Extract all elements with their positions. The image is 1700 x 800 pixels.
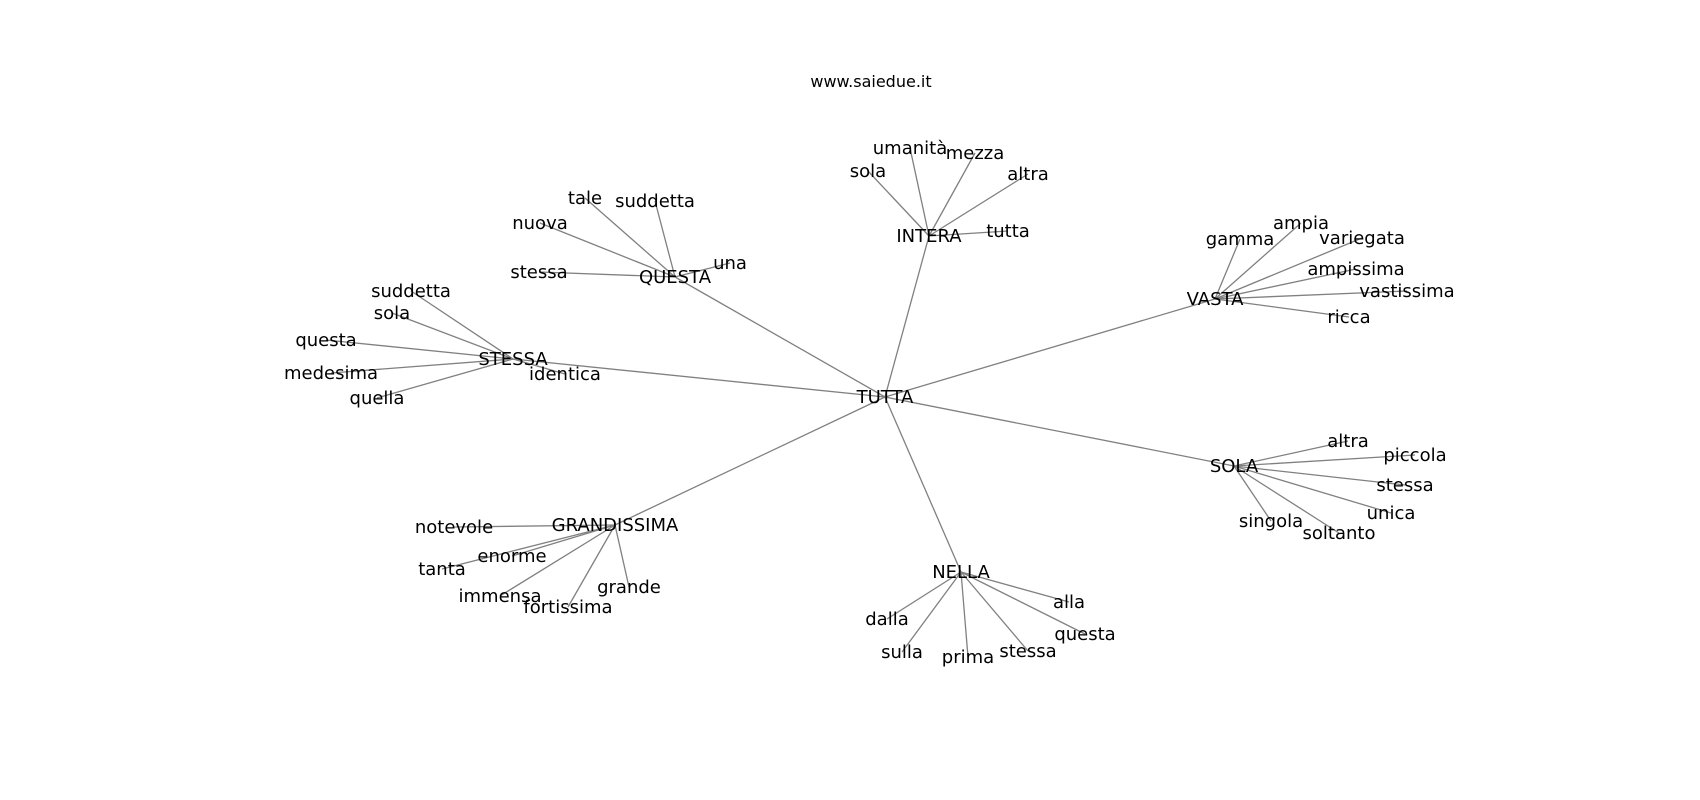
- node-leaf-nella-stessa: stessa: [999, 641, 1056, 662]
- edge-root-sola: [884, 396, 1235, 467]
- edge-intera-mezza: [928, 152, 976, 237]
- node-leaf-vasta-vastissima: vastissima: [1359, 281, 1454, 302]
- edge-root-grandissima: [614, 396, 886, 526]
- node-root-tutta: TUTTA: [856, 387, 914, 408]
- node-leaf-nella-sulla: sulla: [881, 642, 923, 663]
- node-leaf-stessa-medesima: medesima: [284, 363, 378, 384]
- edge-nella-questa: [960, 571, 1086, 635]
- node-leaf-sola-unica: unica: [1367, 503, 1416, 524]
- edge-vasta-gamma: [1214, 238, 1241, 300]
- node-leaf-questa-una: una: [713, 253, 747, 274]
- edges-layer: [325, 147, 1416, 658]
- edge-stessa-suddetta: [410, 290, 514, 360]
- node-hub-questa: QUESTA: [639, 267, 712, 288]
- edge-root-nella: [884, 396, 962, 573]
- node-leaf-nella-dalla: dalla: [865, 609, 909, 630]
- edge-sola-stessa: [1233, 465, 1406, 486]
- edge-root-stessa: [512, 358, 886, 398]
- node-hub-sola: SOLA: [1210, 456, 1259, 477]
- node-leaf-questa-nuova: nuova: [512, 213, 568, 234]
- edge-sola-singola: [1233, 465, 1272, 522]
- node-leaf-vasta-gamma: gamma: [1206, 229, 1275, 250]
- edge-sola-unica: [1233, 465, 1392, 514]
- node-leaf-stessa-quella: quella: [350, 388, 405, 409]
- node-leaf-sola-piccola: piccola: [1383, 445, 1446, 466]
- node-leaf-sola-altra: altra: [1327, 431, 1369, 452]
- edge-vasta-vastissima: [1214, 290, 1408, 300]
- node-leaf-stessa-sola: sola: [374, 303, 410, 324]
- node-leaf-grandissima-immensa: immensa: [459, 586, 542, 607]
- node-leaf-grandissima-notevole: notevole: [415, 517, 493, 538]
- edge-nella-alla: [960, 571, 1070, 603]
- node-leaf-questa-tale: tale: [568, 188, 602, 209]
- edge-questa-una: [674, 262, 731, 278]
- edge-grandissima-immensa: [499, 524, 616, 597]
- node-leaf-sola-singola: singola: [1239, 511, 1303, 532]
- node-leaf-stessa-questa: questa: [295, 330, 356, 351]
- node-leaf-intera-altra: altra: [1007, 164, 1049, 185]
- edge-intera-sola: [867, 170, 930, 237]
- edge-stessa-quella: [376, 358, 514, 399]
- node-leaf-stessa-suddetta: suddetta: [371, 281, 451, 302]
- edge-questa-suddetta: [654, 200, 676, 278]
- edge-intera-tutta: [928, 230, 1009, 237]
- node-leaf-nella-questa: questa: [1054, 624, 1115, 645]
- node-hub-intera: INTERA: [896, 226, 962, 247]
- edge-grandissima-tanta: [441, 524, 616, 570]
- edge-grandissima-fortissima: [567, 524, 616, 608]
- edge-vasta-ampissima: [1214, 268, 1357, 300]
- edge-vasta-ampia: [1214, 222, 1302, 300]
- edge-sola-soltanto: [1233, 465, 1340, 534]
- edge-sola-altra: [1233, 440, 1349, 467]
- node-leaf-grandissima-tanta: tanta: [418, 559, 466, 580]
- edge-grandissima-enorme: [511, 524, 616, 557]
- edge-questa-stessa: [538, 271, 676, 278]
- node-leaf-nella-prima: prima: [942, 647, 994, 668]
- edge-nella-dalla: [886, 571, 962, 620]
- node-leaf-vasta-ampissima: ampissima: [1307, 259, 1404, 280]
- edge-nella-prima: [960, 571, 969, 658]
- node-leaf-grandissima-enorme: enorme: [477, 546, 546, 567]
- edge-root-intera: [884, 235, 930, 398]
- node-leaf-sola-stessa: stessa: [1376, 475, 1433, 496]
- edge-nella-sulla: [901, 571, 962, 653]
- node-leaf-grandissima-grande: grande: [597, 577, 661, 598]
- edge-stessa-medesima: [330, 358, 514, 374]
- node-leaf-nella-alla: alla: [1053, 592, 1085, 613]
- node-leaf-grandissima-fortissima: fortissima: [523, 597, 612, 618]
- node-hub-grandissima: GRANDISSIMA: [552, 515, 679, 536]
- edge-sola-piccola: [1233, 454, 1416, 467]
- edge-vasta-variegata: [1214, 237, 1363, 300]
- edge-vasta-ricca: [1214, 298, 1350, 318]
- node-leaf-intera-tutta: tutta: [986, 221, 1030, 242]
- edge-intera-umanita: [909, 147, 930, 237]
- site-title: www.saiedue.it: [810, 72, 931, 91]
- node-leaf-questa-suddetta: suddetta: [615, 191, 695, 212]
- node-hub-stessa: STESSA: [478, 349, 548, 370]
- edge-stessa-identica: [512, 358, 566, 375]
- node-leaf-questa-stessa: stessa: [510, 262, 567, 283]
- edge-stessa-questa: [325, 339, 514, 360]
- node-leaf-vasta-variegata: variegata: [1319, 228, 1405, 249]
- node-leaf-intera-sola: sola: [850, 161, 886, 182]
- node-leaf-vasta-ampia: ampia: [1273, 213, 1329, 234]
- edge-questa-tale: [584, 197, 676, 278]
- node-leaf-intera-umanita: umanità: [873, 138, 947, 159]
- node-leaf-sola-soltanto: soltanto: [1303, 523, 1376, 544]
- edge-grandissima-grande: [614, 524, 630, 588]
- node-leaf-intera-mezza: mezza: [946, 143, 1005, 164]
- node-leaf-vasta-ricca: ricca: [1327, 307, 1370, 328]
- edge-root-questa: [674, 276, 886, 398]
- edge-grandissima-notevole: [453, 524, 616, 528]
- node-hub-nella: NELLA: [932, 562, 990, 583]
- edge-intera-altra: [928, 173, 1029, 237]
- node-hub-vasta: VASTA: [1187, 289, 1244, 310]
- edge-questa-nuova: [539, 222, 676, 278]
- edge-root-vasta: [884, 298, 1216, 398]
- edge-stessa-sola: [391, 312, 514, 360]
- node-leaf-stessa-identica: identica: [529, 364, 601, 385]
- edge-nella-stessa: [960, 571, 1029, 652]
